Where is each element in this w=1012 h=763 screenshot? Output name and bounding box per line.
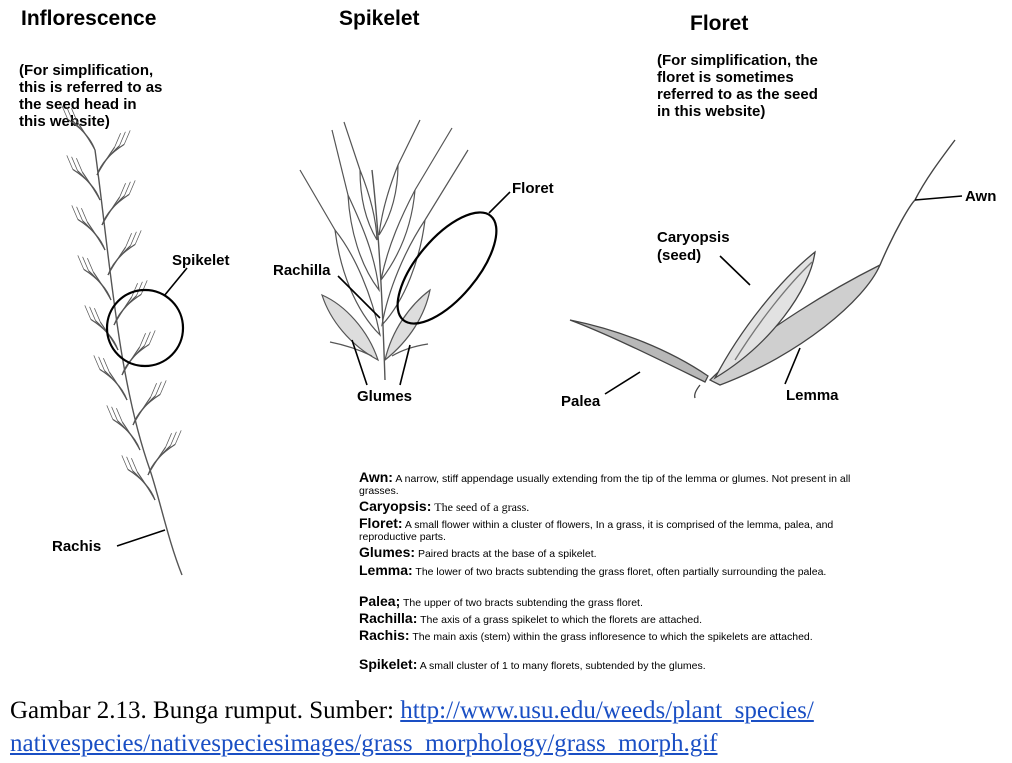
glossary-entry-rachis: Rachis: The main axis (stem) within the …	[359, 627, 859, 643]
label-caryopsis: Caryopsis (seed)	[657, 229, 730, 265]
label-caryopsis-line: Caryopsis	[657, 229, 730, 246]
floret-note-line: (For simplification, the	[657, 52, 818, 69]
glossary-definition: The axis of a grass spikelet to which th…	[420, 614, 702, 626]
glossary-term: Caryopsis:	[359, 498, 432, 514]
glossary-definition: A small flower within a cluster of flowe…	[359, 519, 834, 543]
spikelet-drawing	[299, 119, 469, 381]
heading-spikelet: Spikelet	[339, 7, 420, 30]
rachis-pointer	[116, 529, 166, 547]
caryopsis-pointer	[719, 255, 751, 286]
glossary-term: Spikelet:	[359, 656, 418, 672]
floret-note-line: referred to as the seed	[657, 86, 818, 103]
label-lemma: Lemma	[786, 387, 839, 404]
label-caryopsis-line: (seed)	[657, 247, 702, 264]
glossary-term: Glumes:	[359, 544, 416, 560]
floret-note: (For simplification, the floret is somet…	[657, 52, 818, 120]
figure-caption: Gambar 2.13. Bunga rumput. Sumber: http:…	[10, 694, 1000, 760]
glossary-entry-lemma: Lemma: The lower of two bracts subtendin…	[359, 562, 859, 578]
glossary-entry-awn: Awn: A narrow, stiff appendage usually e…	[359, 469, 859, 497]
inflorescence-note: (For simplification, this is referred to…	[19, 62, 162, 130]
label-rachis: Rachis	[52, 538, 102, 555]
glossary-entry-glumes: Glumes: Paired bracts at the base of a s…	[359, 544, 859, 560]
label-glumes: Glumes	[357, 388, 413, 405]
glossary-entry-palea: Palea; The upper of two bracts subtendin…	[359, 593, 859, 609]
glossary-term: Floret:	[359, 515, 403, 531]
glossary-definition: The seed of a grass.	[434, 500, 530, 514]
glossary-definition: A small cluster of 1 to many florets, su…	[419, 660, 706, 672]
source-link-continuation[interactable]: nativespecies/nativespeciesimages/grass_…	[10, 730, 718, 757]
glossary-entry-spikelet: Spikelet: A small cluster of 1 to many f…	[359, 656, 859, 672]
palea-pointer	[604, 371, 641, 395]
glossary-definition: The main axis (stem) within the grass in…	[412, 631, 813, 643]
inflorescence-note-line: this website)	[19, 113, 110, 130]
glossary-term: Rachis:	[359, 627, 410, 643]
glossary-term: Rachilla:	[359, 610, 418, 626]
inflorescence-note-line: this is referred to as	[19, 79, 163, 96]
inflorescence-note-line: (For simplification,	[19, 62, 154, 79]
awn-pointer	[914, 195, 963, 201]
caption-text: Gambar 2.13. Bunga rumput. Sumber:	[10, 697, 401, 724]
glume-pointer-left	[351, 339, 368, 386]
heading-floret: Floret	[690, 12, 749, 35]
glossary-entry-rachilla: Rachilla: The axis of a grass spikelet t…	[359, 610, 859, 626]
floret-callout-ellipse	[396, 211, 498, 325]
glossary-definition: Paired bracts at the base of a spikelet.	[417, 548, 597, 560]
label-spikelet: Spikelet	[172, 252, 230, 269]
label-awn: Awn	[965, 188, 997, 205]
spikelet-pointer	[163, 267, 188, 297]
glossary-definition: The lower of two bracts subtending the g…	[415, 566, 827, 578]
glossary-entry-floret: Floret: A small flower within a cluster …	[359, 515, 859, 543]
glume-pointer-right	[399, 344, 411, 386]
rachilla-pointer	[337, 275, 381, 319]
label-rachilla: Rachilla	[273, 262, 331, 279]
glossary-term: Palea;	[359, 593, 401, 609]
glossary-entry-caryopsis: Caryopsis: The seed of a grass.	[359, 498, 859, 514]
grass-morphology-illustration	[61, 105, 963, 576]
spikelet-callout-circle	[105, 288, 185, 368]
inflorescence-note-line: the seed head in	[19, 96, 137, 113]
floret-note-line: in this website)	[657, 103, 766, 120]
floret-drawing	[569, 139, 956, 399]
label-palea: Palea	[561, 393, 601, 410]
source-link[interactable]: http://www.usu.edu/weeds/plant_species/	[400, 697, 814, 724]
glossary-term: Lemma:	[359, 562, 413, 578]
inflorescence-drawing	[61, 105, 183, 576]
lemma-pointer	[784, 347, 801, 385]
glossary-definition: The upper of two bracts subtending the g…	[402, 597, 643, 609]
glossary-term: Awn:	[359, 469, 393, 485]
floret-note-line: floret is sometimes	[657, 69, 794, 86]
heading-inflorescence: Inflorescence	[21, 7, 157, 30]
label-floret: Floret	[512, 180, 554, 197]
glossary-definition: A narrow, stiff appendage usually extend…	[359, 473, 851, 497]
floret-pointer	[488, 191, 511, 214]
